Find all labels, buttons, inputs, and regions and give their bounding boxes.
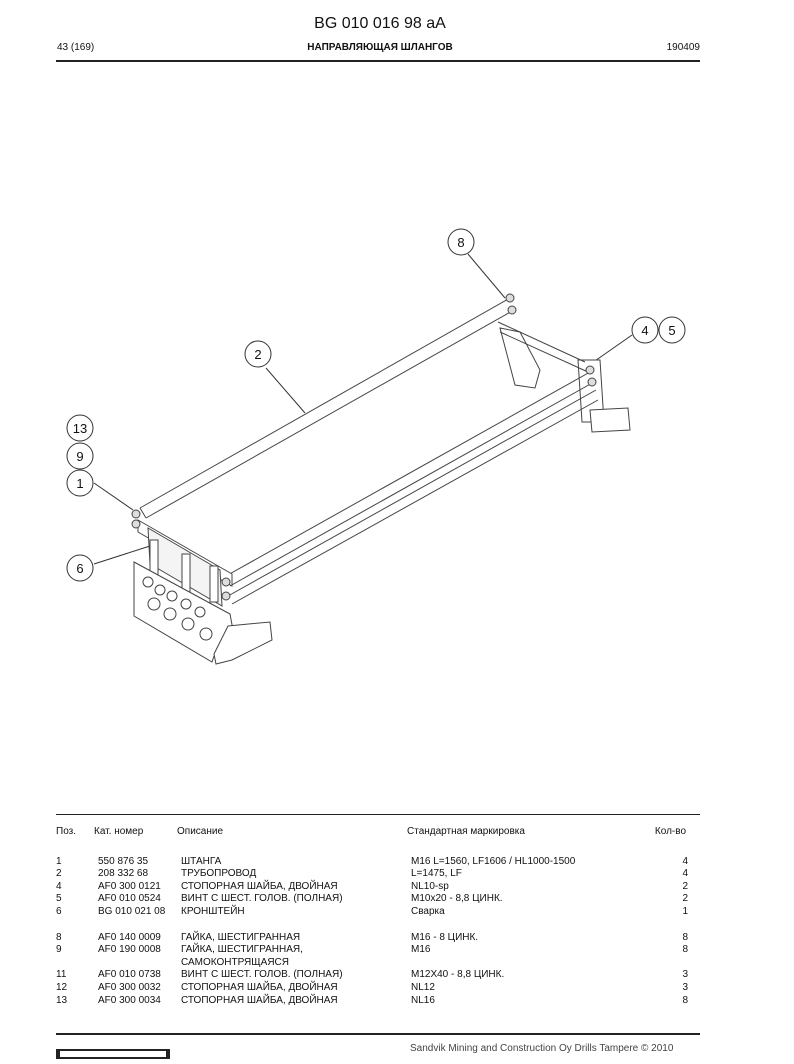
- assembly-drawing: 8 4 5 2 13 9 1 6: [66, 228, 686, 665]
- callout-6: 6: [66, 554, 94, 582]
- callout-8: 8: [447, 228, 475, 256]
- table-row: 5 AF0 010 0524 ВИНТ С ШЕСТ. ГОЛОВ. (ПОЛН…: [56, 893, 688, 905]
- header-desc: Описание: [177, 826, 224, 837]
- callout-1: 1: [66, 469, 94, 497]
- table-row: 9 AF0 190 0008 ГАЙКА, ШЕСТИГРАННАЯ, M16 …: [56, 944, 688, 956]
- leader-line: [93, 482, 134, 511]
- callout-9: 9: [66, 442, 94, 470]
- svg-text:1: 1: [76, 476, 83, 491]
- table-row: САМОКОНТРЯЩАЯСЯ: [181, 956, 289, 968]
- callout-2: 2: [244, 340, 272, 368]
- svg-text:13: 13: [73, 421, 87, 436]
- svg-text:2: 2: [254, 347, 261, 362]
- leader-line: [93, 545, 151, 565]
- callout-13: 13: [66, 414, 94, 442]
- table-header: Поз. Кат. номер Описание Стандартная мар…: [56, 826, 696, 839]
- header-qty: Кол-во: [654, 826, 686, 837]
- document-date: 190409: [666, 42, 700, 53]
- callout-4: 4: [631, 316, 659, 344]
- leader-line: [265, 367, 306, 414]
- table-row: 2 208 332 68 ТРУБОПРОВОД L=1475, LF 4: [56, 868, 688, 880]
- table-row: 8 AF0 140 0009 ГАЙКА, ШЕСТИГРАННАЯ M16 -…: [56, 931, 688, 943]
- svg-text:6: 6: [76, 561, 83, 576]
- table-row: 6 BG 010 021 08 КРОНШТЕЙН Сварка 1: [56, 905, 688, 917]
- leader-line: [467, 253, 506, 299]
- svg-text:4: 4: [641, 323, 648, 338]
- footer-copyright: Sandvik Mining and Construction Oy Drill…: [410, 1043, 674, 1054]
- page-title: НАПРАВЛЯЮЩАЯ ШЛАНГОВ: [307, 42, 453, 53]
- svg-text:8: 8: [457, 235, 464, 250]
- table-top-rule: [56, 814, 700, 815]
- parts-table: Поз. Кат. номер Описание Стандартная мар…: [56, 826, 696, 1007]
- header-cat: Кат. номер: [94, 826, 144, 837]
- table-row: 1 550 876 35 ШТАНГА M16 L=1560, LF1606 /…: [56, 855, 688, 867]
- table-row: 11 AF0 010 0738 ВИНТ С ШЕСТ. ГОЛОВ. (ПОЛ…: [56, 969, 688, 981]
- header-std: Стандартная маркировка: [407, 826, 525, 837]
- footer-rule: [56, 1033, 700, 1035]
- brand-logo: [56, 1046, 170, 1059]
- table-row: 13 AF0 300 0034 СТОПОРНАЯ ШАЙБА, ДВОЙНАЯ…: [56, 994, 688, 1006]
- hose-guide-assembly: [131, 293, 631, 665]
- header-pos: Поз.: [56, 826, 76, 837]
- svg-text:5: 5: [668, 323, 675, 338]
- header-rule: [56, 60, 700, 62]
- callout-5: 5: [658, 316, 686, 344]
- svg-text:9: 9: [76, 449, 83, 464]
- leader-line: [591, 334, 633, 364]
- row-gap: [56, 919, 696, 932]
- table-row: 4 AF0 300 0121 СТОПОРНАЯ ШАЙБА, ДВОЙНАЯ …: [56, 880, 688, 892]
- table-row: 12 AF0 300 0032 СТОПОРНАЯ ШАЙБА, ДВОЙНАЯ…: [56, 981, 688, 993]
- document-number: BG 010 016 98 aA: [314, 15, 446, 32]
- page-number: 43 (169): [57, 42, 95, 53]
